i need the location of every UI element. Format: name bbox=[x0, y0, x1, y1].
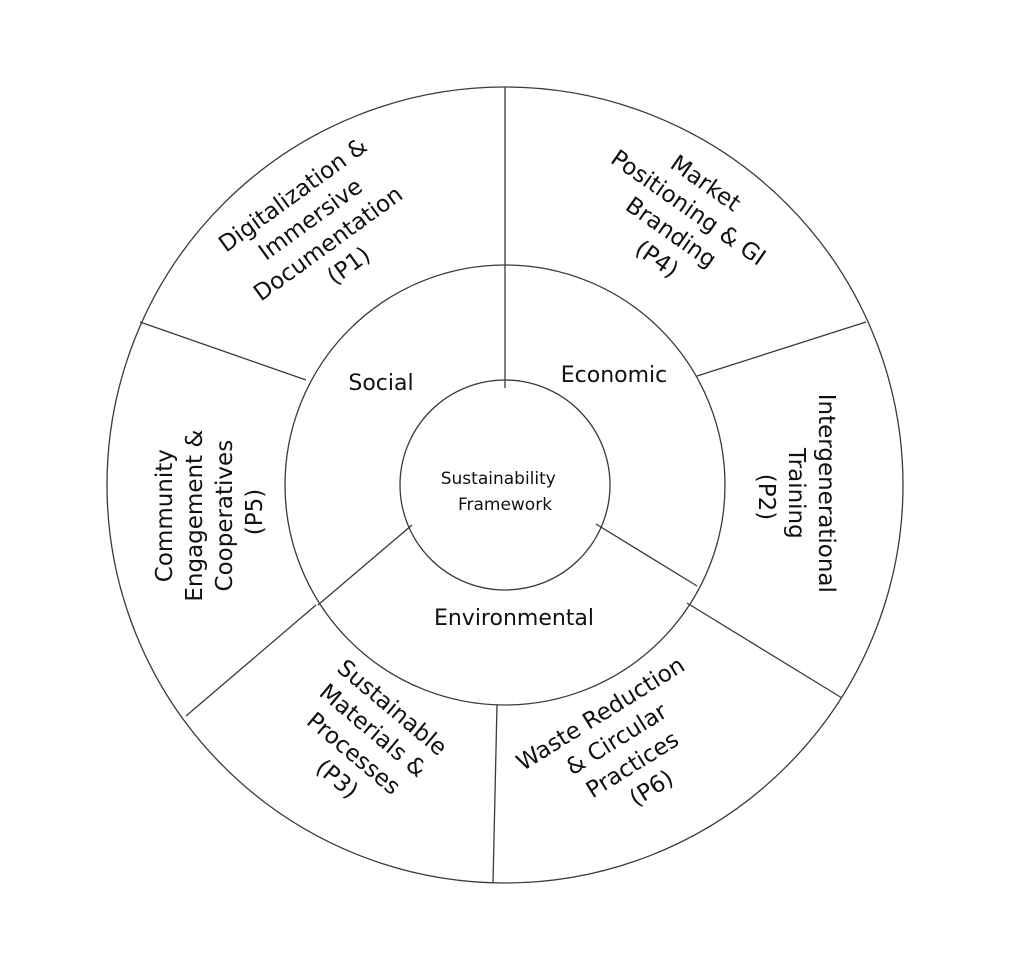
practice-p5-line-1: Community bbox=[152, 449, 178, 582]
pillar-label-social: Social bbox=[348, 371, 413, 396]
middle-divider-left bbox=[317, 524, 413, 606]
pillar-label-environmental: Environmental bbox=[434, 606, 594, 631]
outer-divider-lower-left bbox=[185, 604, 317, 717]
practice-p2-line-3: (P2) bbox=[753, 474, 779, 520]
middle-divider-right bbox=[595, 523, 698, 587]
practice-p6: Waste Reduction & Circular Practices (P6… bbox=[512, 648, 743, 852]
center-label-line-2: Framework bbox=[458, 495, 552, 515]
practice-p5-line-4: (P5) bbox=[242, 489, 268, 535]
outer-divider-upper-left bbox=[139, 321, 307, 381]
practice-p5-line-2: Engagement & bbox=[182, 430, 208, 602]
svg-text:Intergenerational Traini: Intergenerational Training (P2) bbox=[753, 394, 839, 600]
svg-text:Market Positioning & GI: Market Positioning & GI Branding (P4) bbox=[571, 121, 793, 325]
outer-divider-bottom bbox=[492, 704, 498, 884]
practice-p2-line-1: Intergenerational bbox=[813, 394, 839, 593]
svg-text:Waste Reduction & Circul: Waste Reduction & Circular Practices (P6… bbox=[512, 648, 743, 852]
practice-p5-line-3: Cooperatives bbox=[212, 440, 238, 592]
outer-divider-upper-right bbox=[696, 321, 867, 377]
outer-divider-lower-right bbox=[686, 602, 843, 699]
practice-p5: Community Engagement & Cooperatives (P5) bbox=[152, 422, 268, 602]
pillar-label-economic: Economic bbox=[561, 363, 668, 388]
practice-p4: Market Positioning & GI Branding (P4) bbox=[571, 121, 793, 325]
center-label: Sustainability Framework bbox=[441, 469, 562, 515]
practice-p3: Sustainable Materials & Processes (P3) bbox=[274, 655, 457, 835]
center-label-line-1: Sustainability bbox=[441, 469, 556, 489]
svg-text:Sustainable Materials &: Sustainable Materials & Processes (P3) bbox=[274, 655, 457, 835]
svg-text:Digitalization & Immersi: Digitalization & Immersive Documentation… bbox=[214, 129, 432, 331]
practice-p2-line-2: Training bbox=[783, 447, 809, 539]
practice-p1: Digitalization & Immersive Documentation… bbox=[214, 129, 432, 331]
practice-p2: Intergenerational Training (P2) bbox=[753, 394, 839, 600]
svg-text:Community Engagement &: Community Engagement & Cooperatives (P5) bbox=[152, 422, 268, 601]
